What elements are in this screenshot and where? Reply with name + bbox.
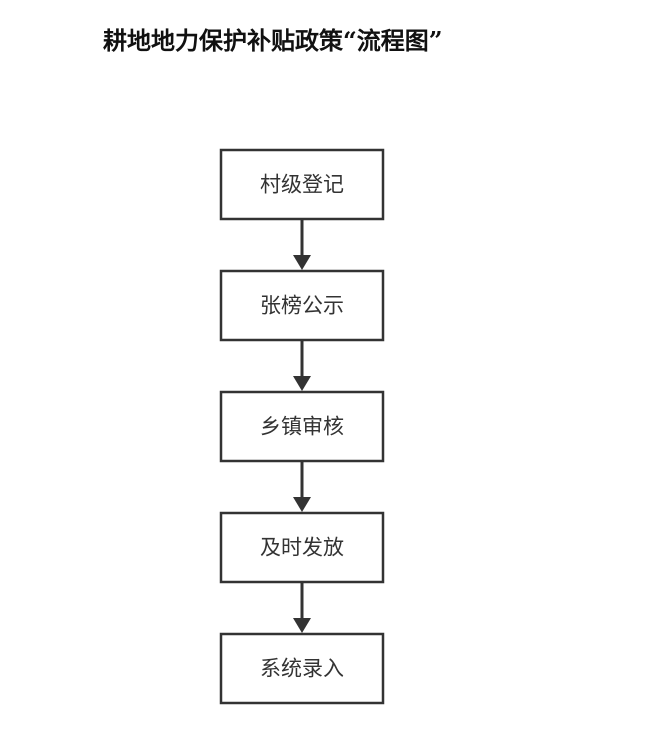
arrow-head bbox=[293, 497, 311, 512]
flow-step: 村级登记 bbox=[219, 148, 385, 221]
page-title: 耕地地力保护补贴政策“流程图” bbox=[103, 26, 443, 55]
flow-step-box bbox=[219, 632, 385, 705]
arrow-head bbox=[293, 255, 311, 270]
down-arrow-icon bbox=[293, 340, 311, 391]
flow-step-label: 及时发放 bbox=[260, 536, 344, 560]
flow-step-box bbox=[219, 148, 385, 221]
flow-step-box bbox=[219, 511, 385, 584]
arrow-head bbox=[293, 618, 311, 633]
flow-step-box bbox=[219, 269, 385, 342]
arrow-head bbox=[293, 376, 311, 391]
flow-arrows bbox=[293, 219, 311, 633]
flow-step: 系统录入 bbox=[219, 632, 385, 705]
down-arrow-icon bbox=[293, 582, 311, 633]
down-arrow-icon bbox=[293, 219, 311, 270]
flow-step: 张榜公示 bbox=[219, 269, 385, 342]
flow-step-label: 系统录入 bbox=[260, 657, 344, 681]
flow-step: 乡镇审核 bbox=[219, 390, 385, 463]
flow-step: 及时发放 bbox=[219, 511, 385, 584]
flow-step-label: 张榜公示 bbox=[260, 294, 344, 318]
flow-step-label: 乡镇审核 bbox=[260, 415, 344, 439]
down-arrow-icon bbox=[293, 461, 311, 512]
flow-step-box bbox=[219, 390, 385, 463]
flow-step-label: 村级登记 bbox=[260, 173, 344, 197]
